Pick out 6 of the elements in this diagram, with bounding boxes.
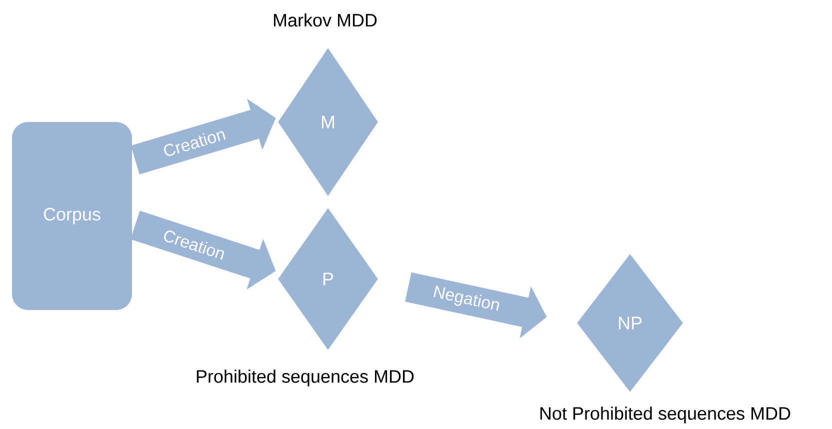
node-label: Not Prohibited sequences MDD <box>540 406 790 424</box>
edge-label: Creation <box>160 126 228 159</box>
node-label: Markov MDD <box>274 13 377 27</box>
edge-label: Negation <box>430 283 503 316</box>
rounded-box: Corpus <box>12 122 132 310</box>
node-label: Prohibited sequences MDD <box>196 370 414 386</box>
